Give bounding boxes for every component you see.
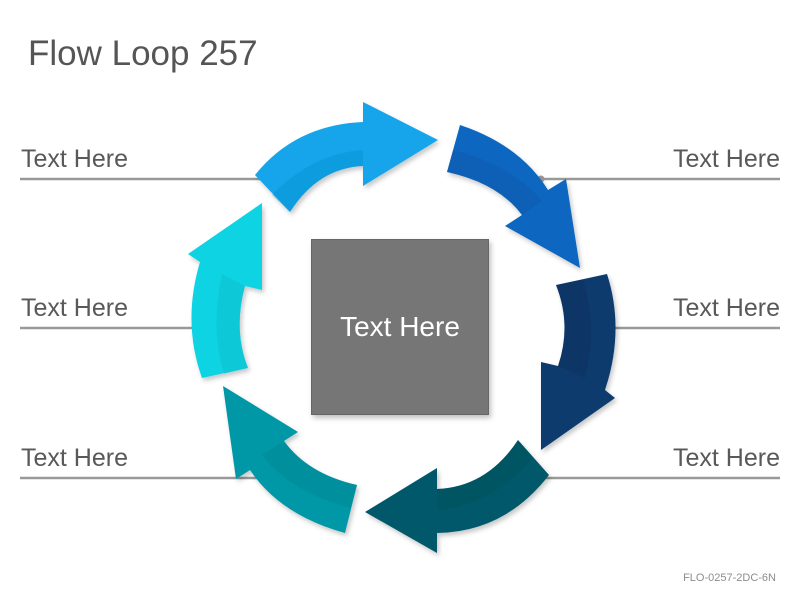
arrow-top — [255, 102, 438, 212]
text-label-left-1: Text Here — [21, 145, 128, 173]
text-label-right-2: Text Here — [673, 294, 780, 322]
loop-arrows — [188, 102, 616, 553]
text-label-right-3: Text Here — [673, 444, 780, 472]
arrow-upper-left — [188, 203, 262, 378]
center-box: Text Here — [311, 239, 489, 415]
arrow-lower-left — [223, 386, 357, 533]
arrow-lower-right — [541, 274, 616, 450]
arrow-upper-right — [447, 125, 580, 268]
text-label-right-1: Text Here — [673, 145, 780, 173]
text-label-left-3: Text Here — [21, 444, 128, 472]
page-title: Flow Loop 257 — [28, 34, 258, 73]
text-label-left-2: Text Here — [21, 294, 128, 322]
arrow-bottom — [365, 440, 549, 553]
center-label: Text Here — [340, 311, 460, 342]
footer-code: FLO-0257-2DC-6N — [683, 572, 776, 584]
